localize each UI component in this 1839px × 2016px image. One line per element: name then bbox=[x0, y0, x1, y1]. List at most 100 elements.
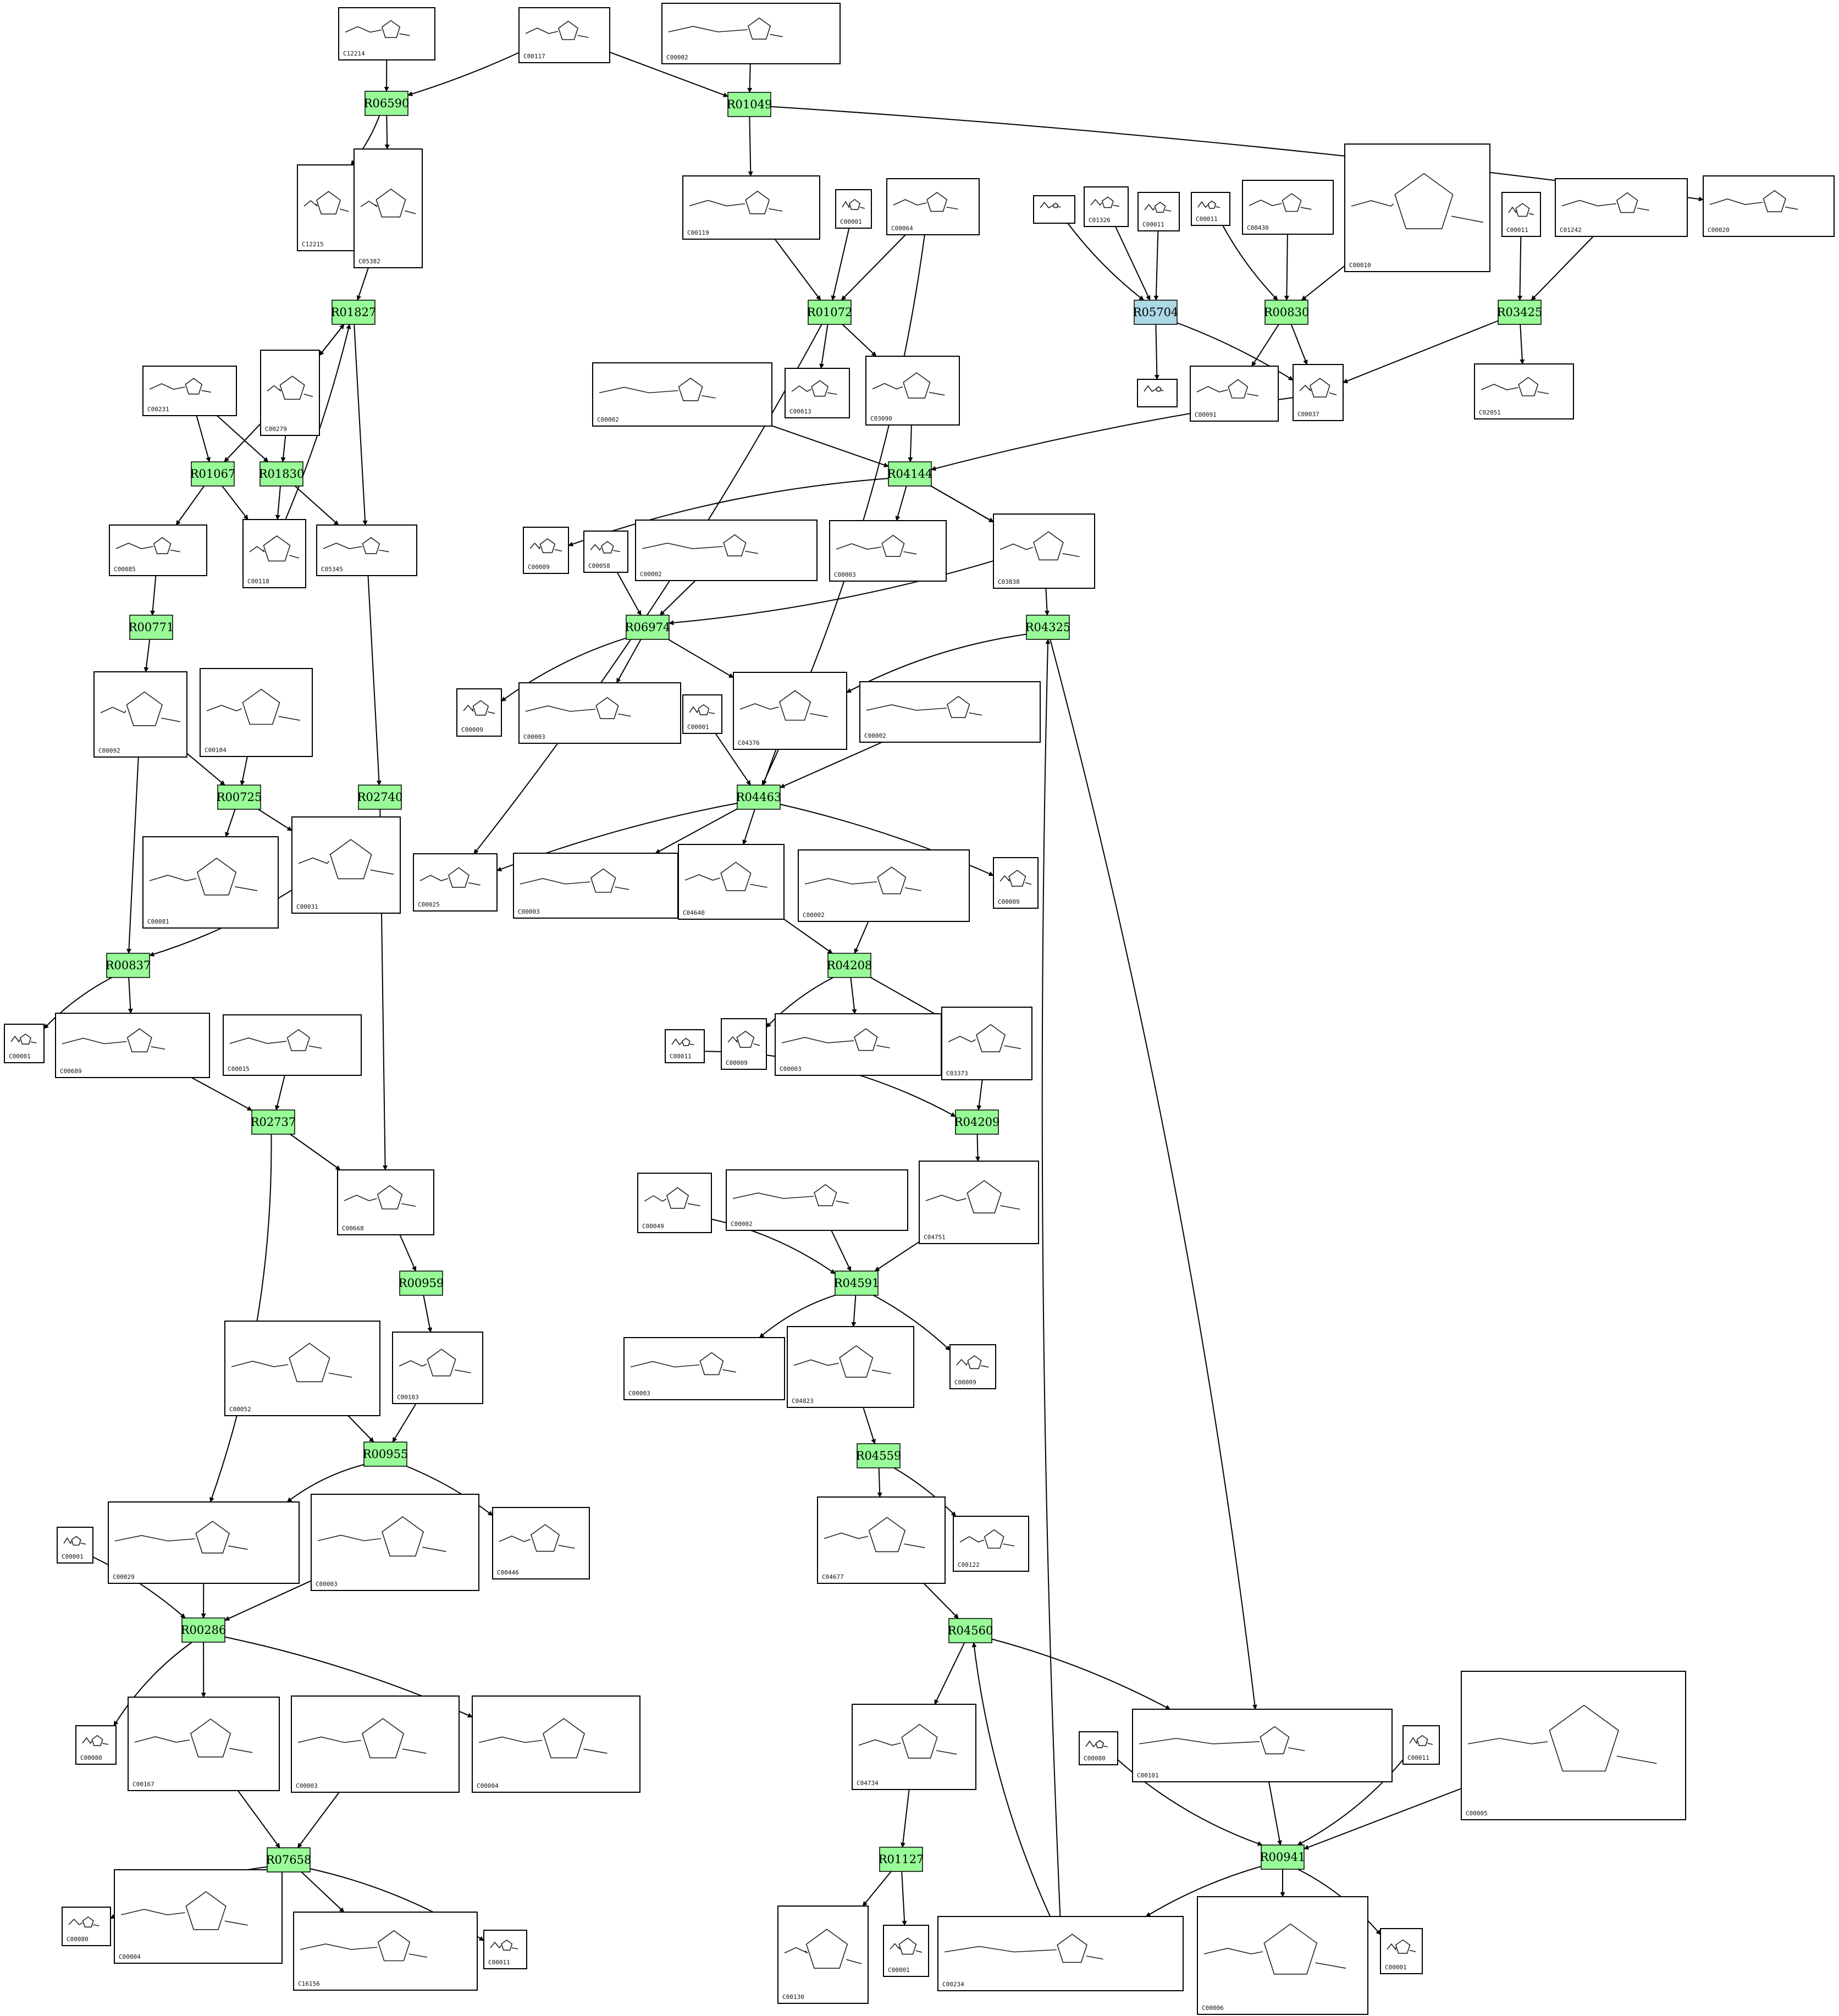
reaction-node-r01127[interactable]: R01127 bbox=[879, 1847, 924, 1872]
compound-node[interactable]: C02051 bbox=[1474, 363, 1574, 419]
compound-node[interactable]: C00006 bbox=[1197, 1896, 1368, 2015]
compound-node[interactable]: C00013 bbox=[785, 368, 850, 418]
compound-node[interactable]: C00167 bbox=[128, 1697, 280, 1791]
compound-node[interactable]: C00117 bbox=[518, 7, 610, 63]
compound-node[interactable]: C00002 bbox=[635, 520, 818, 581]
compound-node[interactable]: C03090 bbox=[865, 356, 960, 426]
compound-node[interactable]: C00003 bbox=[623, 1337, 785, 1400]
compound-node[interactable]: C00002 bbox=[798, 849, 970, 922]
compound-node[interactable]: C01326 bbox=[1084, 186, 1129, 227]
compound-node[interactable]: C00004 bbox=[472, 1695, 640, 1793]
compound-node[interactable]: C00001 bbox=[1380, 1928, 1423, 1974]
reaction-node-r01827[interactable]: R01827 bbox=[331, 300, 377, 325]
compound-node[interactable]: C00002 bbox=[592, 362, 772, 427]
compound-node[interactable]: C00104 bbox=[200, 668, 313, 757]
reaction-node-r00837[interactable]: R00837 bbox=[106, 953, 151, 978]
compound-node[interactable]: C00001 bbox=[57, 1527, 93, 1564]
reaction-node-r02737[interactable]: R02737 bbox=[251, 1109, 296, 1135]
compound-node[interactable]: C04677 bbox=[817, 1496, 946, 1584]
compound-node[interactable]: C03838 bbox=[993, 513, 1095, 589]
compound-node[interactable]: C00430 bbox=[1242, 180, 1334, 235]
compound-node[interactable]: C00091 bbox=[1190, 366, 1279, 422]
compound-node[interactable]: C00003 bbox=[291, 1695, 460, 1793]
reaction-node-r01067[interactable]: R01067 bbox=[190, 461, 236, 487]
compound-node[interactable]: C00002 bbox=[859, 681, 1041, 743]
compound-node[interactable]: C00010 bbox=[1344, 143, 1490, 272]
compound-node[interactable]: C00004 bbox=[114, 1869, 283, 1964]
compound-node[interactable] bbox=[1033, 195, 1075, 224]
reaction-node-r04463[interactable]: R04463 bbox=[736, 785, 782, 810]
compound-node[interactable]: C04734 bbox=[852, 1704, 976, 1790]
compound-node[interactable]: C03373 bbox=[941, 1007, 1032, 1080]
compound-node[interactable]: C00058 bbox=[583, 531, 628, 573]
compound-node[interactable]: C04640 bbox=[678, 844, 785, 920]
compound-node[interactable]: C00003 bbox=[518, 682, 681, 744]
compound-node[interactable]: C00003 bbox=[311, 1494, 479, 1591]
compound-node[interactable]: C04376 bbox=[733, 672, 847, 750]
compound-node[interactable]: C00009 bbox=[949, 1344, 996, 1389]
compound-node[interactable]: C00119 bbox=[682, 175, 820, 240]
compound-node[interactable]: C00231 bbox=[142, 366, 237, 416]
compound-node[interactable]: C00009 bbox=[721, 1018, 767, 1070]
reaction-node-r04325[interactable]: R04325 bbox=[1025, 615, 1071, 640]
compound-node[interactable]: C00011 bbox=[1137, 192, 1180, 231]
compound-node[interactable]: C12214 bbox=[338, 7, 435, 60]
compound-node[interactable]: C00130 bbox=[777, 1905, 869, 2004]
compound-node[interactable]: C00011 bbox=[1402, 1725, 1440, 1765]
compound-node[interactable]: C00118 bbox=[242, 519, 306, 588]
compound-node[interactable]: C12215 bbox=[297, 164, 356, 251]
compound-node[interactable]: C00011 bbox=[1501, 192, 1541, 237]
compound-node[interactable]: C16156 bbox=[293, 1912, 478, 1991]
compound-node[interactable]: C00009 bbox=[456, 688, 502, 737]
reaction-node-r05704[interactable]: R05704 bbox=[1133, 300, 1179, 325]
compound-node[interactable]: C00005 bbox=[1461, 1671, 1686, 1820]
compound-node[interactable]: C00009 bbox=[993, 857, 1039, 909]
compound-node[interactable]: C04751 bbox=[919, 1161, 1039, 1244]
compound-node[interactable]: C00446 bbox=[492, 1507, 590, 1579]
reaction-node-r04144[interactable]: R04144 bbox=[887, 461, 933, 487]
reaction-node-r00286[interactable]: R00286 bbox=[181, 1617, 227, 1643]
compound-node[interactable]: C00080 bbox=[75, 1725, 117, 1765]
compound-node[interactable]: C00029 bbox=[108, 1501, 300, 1584]
compound-node[interactable]: C00001 bbox=[682, 694, 722, 734]
compound-node[interactable]: C00003 bbox=[775, 1013, 942, 1076]
reaction-node-r00830[interactable]: R00830 bbox=[1264, 300, 1310, 325]
reaction-node-r02740[interactable]: R02740 bbox=[357, 785, 403, 810]
compound-node[interactable]: C00011 bbox=[1191, 192, 1230, 226]
compound-node[interactable]: C00003 bbox=[513, 853, 678, 919]
compound-node[interactable]: C00003 bbox=[829, 520, 947, 582]
compound-node[interactable]: C00234 bbox=[937, 1916, 1184, 1991]
compound-node[interactable]: C00085 bbox=[109, 524, 207, 576]
compound-node[interactable]: C00025 bbox=[413, 853, 498, 912]
reaction-node-r06590[interactable]: R06590 bbox=[364, 91, 410, 116]
reaction-node-r00725[interactable]: R00725 bbox=[217, 785, 262, 810]
compound-node[interactable]: C00092 bbox=[93, 671, 187, 758]
compound-node[interactable]: C00080 bbox=[1079, 1731, 1118, 1765]
reaction-node-r00955[interactable]: R00955 bbox=[363, 1441, 408, 1467]
reaction-node-r06974[interactable]: R06974 bbox=[625, 615, 671, 640]
compound-node[interactable]: C05345 bbox=[316, 524, 417, 576]
compound-node[interactable]: C00122 bbox=[953, 1516, 1029, 1572]
compound-node[interactable]: C00081 bbox=[142, 836, 279, 929]
compound-node[interactable]: C00020 bbox=[1703, 175, 1835, 237]
compound-node[interactable]: C00037 bbox=[1293, 364, 1344, 421]
compound-node[interactable]: C00002 bbox=[661, 3, 841, 64]
compound-node[interactable]: C00080 bbox=[62, 1907, 111, 1946]
compound-node[interactable]: C00279 bbox=[260, 350, 320, 436]
compound-node[interactable]: C00002 bbox=[726, 1169, 908, 1231]
compound-node[interactable] bbox=[1137, 379, 1178, 407]
reaction-node-r04560[interactable]: R04560 bbox=[948, 1618, 993, 1643]
reaction-node-r00941[interactable]: R00941 bbox=[1260, 1844, 1306, 1870]
reaction-node-r04209[interactable]: R04209 bbox=[954, 1109, 1000, 1135]
compound-node[interactable]: C00101 bbox=[1132, 1709, 1393, 1782]
compound-node[interactable]: C00011 bbox=[665, 1029, 705, 1063]
reaction-node-r07658[interactable]: R07658 bbox=[266, 1847, 312, 1873]
compound-node[interactable]: C05382 bbox=[354, 148, 423, 268]
reaction-node-r03425[interactable]: R03425 bbox=[1497, 300, 1543, 325]
compound-node[interactable]: C00031 bbox=[291, 816, 401, 914]
reaction-node-r04591[interactable]: R04591 bbox=[834, 1271, 880, 1296]
compound-node[interactable]: C00668 bbox=[337, 1169, 434, 1235]
compound-node[interactable]: C00001 bbox=[4, 1024, 45, 1063]
compound-node[interactable]: C00001 bbox=[883, 1925, 929, 1977]
compound-node[interactable]: C01242 bbox=[1555, 178, 1688, 237]
